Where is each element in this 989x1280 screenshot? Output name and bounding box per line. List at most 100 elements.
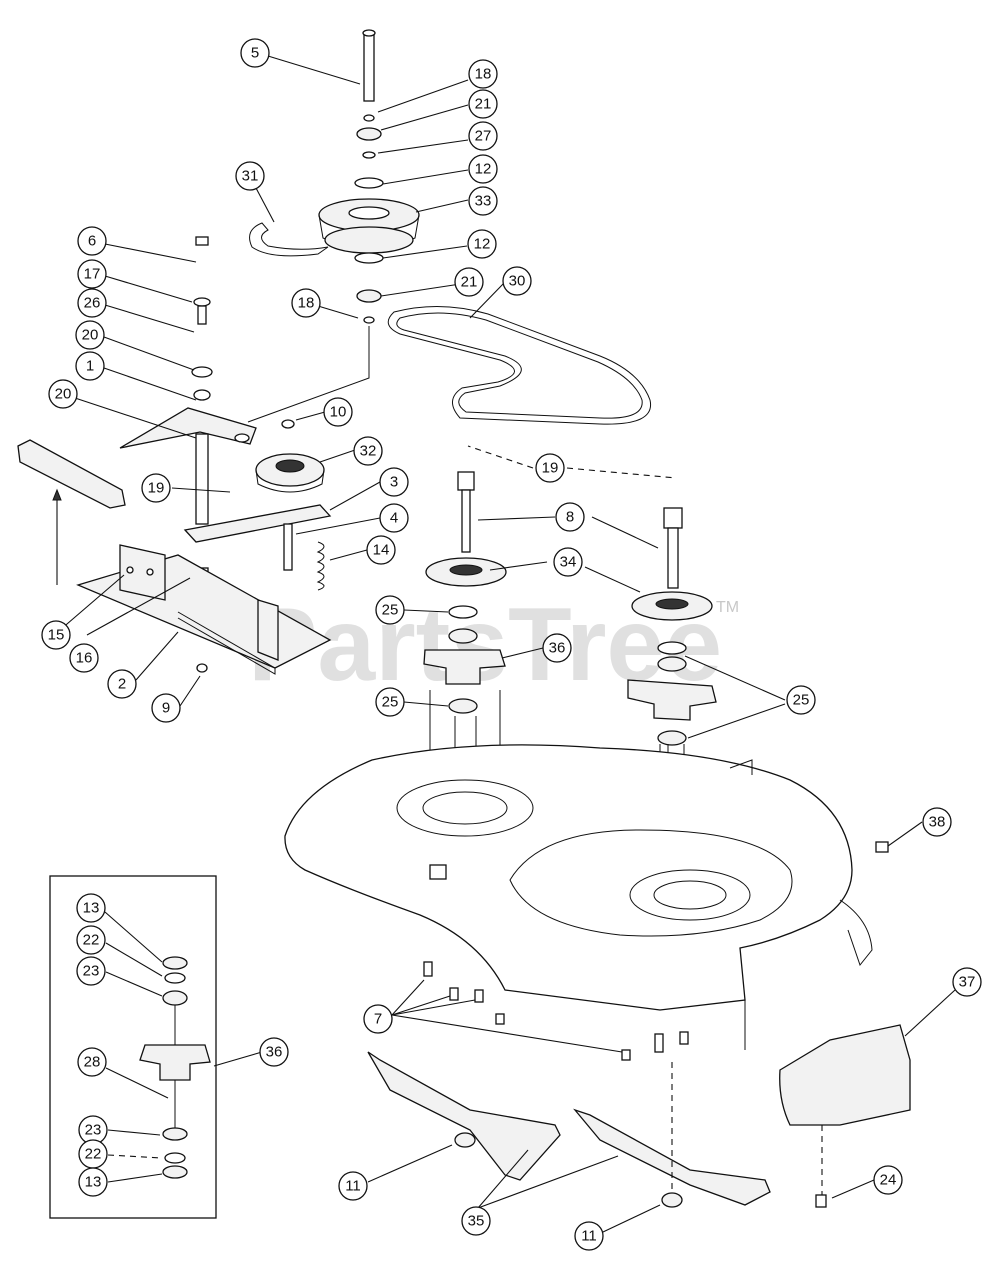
svg-text:25: 25 xyxy=(382,694,399,711)
svg-text:18: 18 xyxy=(475,66,492,83)
blade-nut-left xyxy=(454,1132,476,1148)
bolt-head xyxy=(362,29,376,37)
svg-text:26: 26 xyxy=(84,295,101,312)
svg-text:8: 8 xyxy=(566,509,574,526)
svg-text:2: 2 xyxy=(118,676,126,693)
callout-17: 17 xyxy=(77,259,107,289)
svg-text:19: 19 xyxy=(148,480,165,497)
svg-text:30: 30 xyxy=(509,273,526,290)
callout-9: 9 xyxy=(151,693,181,723)
svg-text:3: 3 xyxy=(390,474,398,491)
callout-14: 14 xyxy=(366,535,396,565)
callout-25c: 25 xyxy=(786,685,816,715)
right-spindle xyxy=(627,507,717,890)
callout-16: 16 xyxy=(69,643,99,673)
svg-text:13: 13 xyxy=(83,900,100,917)
callout-22: 22 xyxy=(76,925,106,955)
svg-text:6: 6 xyxy=(88,233,96,250)
svg-text:38: 38 xyxy=(929,814,946,831)
svg-text:34: 34 xyxy=(560,554,577,571)
drive-belt-large xyxy=(387,306,652,425)
callout-8: 8 xyxy=(555,502,585,532)
svg-text:18: 18 xyxy=(298,295,315,312)
callout-36-inset: 36 xyxy=(259,1037,289,1067)
callout-35: 35 xyxy=(461,1206,491,1236)
svg-text:28: 28 xyxy=(84,1054,101,1071)
svg-text:20: 20 xyxy=(55,386,72,403)
spacer xyxy=(362,151,376,159)
svg-text:32: 32 xyxy=(360,443,377,460)
callout-32: 32 xyxy=(353,436,383,466)
inset-spindle-exploded xyxy=(139,956,211,1179)
pivot-bolt xyxy=(363,32,375,102)
svg-text:12: 12 xyxy=(474,236,491,253)
callout-18b: 18 xyxy=(291,288,321,318)
callout-11b: 11 xyxy=(574,1221,604,1251)
svg-text:24: 24 xyxy=(880,1172,897,1189)
callout-31: 31 xyxy=(235,161,265,191)
inset-box xyxy=(49,875,217,1219)
callout-12b: 12 xyxy=(467,229,497,259)
svg-text:16: 16 xyxy=(76,650,93,667)
callout-23b: 23 xyxy=(78,1115,108,1145)
svg-text:11: 11 xyxy=(581,1228,597,1245)
callout-38: 38 xyxy=(922,807,952,837)
svg-text:37: 37 xyxy=(959,974,976,991)
tension-bracket xyxy=(183,504,332,543)
callout-26: 26 xyxy=(77,288,107,318)
callout-25b: 25 xyxy=(375,687,405,717)
svg-text:22: 22 xyxy=(85,1146,102,1163)
svg-text:20: 20 xyxy=(82,327,99,344)
svg-text:36: 36 xyxy=(266,1044,283,1061)
svg-text:19: 19 xyxy=(542,460,559,477)
svg-text:17: 17 xyxy=(84,266,101,283)
svg-text:22: 22 xyxy=(83,932,100,949)
callout-23: 23 xyxy=(76,956,106,986)
svg-text:11: 11 xyxy=(345,1178,361,1195)
svg-text:31: 31 xyxy=(242,168,259,185)
callout-28: 28 xyxy=(77,1047,107,1077)
mounting-plate xyxy=(76,544,332,675)
callout-20: 20 xyxy=(75,320,105,350)
drive-belt-small xyxy=(249,222,329,257)
callout-37: 37 xyxy=(952,967,982,997)
deck-side-guard xyxy=(839,899,873,967)
svg-text:14: 14 xyxy=(373,542,390,559)
callout-2: 2 xyxy=(107,669,137,699)
callout-15: 15 xyxy=(41,620,71,650)
callout-20b: 20 xyxy=(48,379,78,409)
svg-text:21: 21 xyxy=(461,274,478,291)
callout-30: 30 xyxy=(502,266,532,296)
idler-assembly-left xyxy=(119,236,332,673)
callout-19: 19 xyxy=(141,473,171,503)
callout-11: 11 xyxy=(338,1171,368,1201)
callout-24: 24 xyxy=(873,1165,903,1195)
bearing-bottom xyxy=(356,289,382,303)
pin xyxy=(875,841,889,853)
svg-text:12: 12 xyxy=(475,161,492,178)
mount-bracket xyxy=(119,544,166,601)
discharge-chute xyxy=(779,1024,911,1126)
spindle-housing-center xyxy=(423,649,506,685)
svg-text:25: 25 xyxy=(793,692,810,709)
svg-text:35: 35 xyxy=(468,1213,485,1230)
callout-27: 27 xyxy=(468,121,498,151)
callout-10: 10 xyxy=(323,397,353,427)
svg-text:25: 25 xyxy=(382,602,399,619)
svg-text:36: 36 xyxy=(549,640,566,657)
pulley-stack-upper xyxy=(247,29,420,423)
svg-text:9: 9 xyxy=(162,700,170,717)
svg-text:21: 21 xyxy=(475,96,492,113)
link-rod xyxy=(17,439,126,509)
washer xyxy=(363,114,375,122)
blade-nut-right xyxy=(661,1192,683,1208)
bearing-top xyxy=(356,127,382,141)
callout-1: 1 xyxy=(75,351,105,381)
svg-text:23: 23 xyxy=(83,963,100,980)
callout-33: 33 xyxy=(468,186,498,216)
svg-text:5: 5 xyxy=(251,45,259,62)
callout-25: 25 xyxy=(375,595,405,625)
blade-right xyxy=(573,1108,771,1206)
callout-12: 12 xyxy=(468,154,498,184)
